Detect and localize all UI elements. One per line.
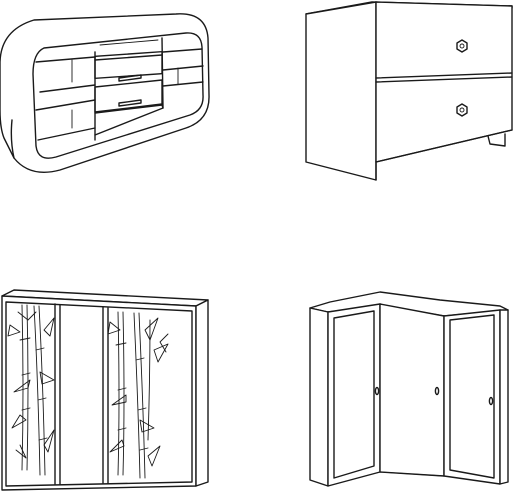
two-drawer-chest-icon bbox=[305, 1, 513, 181]
sliding-wardrobe-bamboo-icon bbox=[1, 289, 209, 491]
bamboo-pattern-left bbox=[7, 304, 55, 476]
corner-wardrobe-icon bbox=[309, 291, 509, 487]
bamboo-pattern-right bbox=[107, 311, 169, 479]
sideboard-with-open-shelves-icon bbox=[0, 13, 210, 173]
